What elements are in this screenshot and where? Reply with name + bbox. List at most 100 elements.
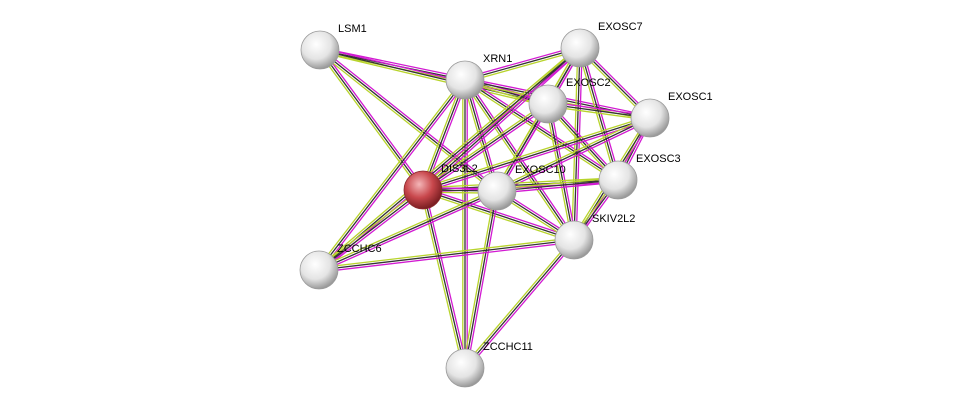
node-label: XRN1 [483,53,512,65]
protein-node-icon[interactable] [560,28,600,68]
edge-evidence-line [424,80,468,192]
edge-evidence-line [464,47,581,81]
edge-evidence-line [318,239,575,271]
edge-SKIV2L2-ZCCHC6[interactable] [318,237,575,273]
edge-evidence-line [319,191,425,273]
edge-XRN1-EXOSC7[interactable] [464,45,581,83]
edge-evidence-line [549,103,577,240]
edge-evidence-line [422,191,574,243]
edge-EXOSC10-ZCCHC11[interactable] [462,190,500,369]
edge-evidence-line [320,47,499,190]
edge-evidence-line [422,177,618,189]
edge-evidence-line [420,78,464,190]
node-label: EXOSC2 [566,77,611,89]
edge-XRN1-DIS3L2[interactable] [420,78,468,192]
edge-evidence-line [496,179,619,192]
edge-evidence-line [579,47,619,181]
edge-evidence-line [319,49,424,191]
node-EXOSC2[interactable]: EXOSC2 [528,77,611,124]
edge-DIS3L2-ZCCHC6[interactable] [317,187,425,273]
edge-evidence-line [466,241,577,370]
edge-evidence-line [423,119,651,193]
node-EXOSC10[interactable]: EXOSC10 [477,164,566,211]
node-ZCCHC6[interactable]: ZCCHC6 [299,243,382,290]
edge-XRN1-EXOSC3[interactable] [463,77,620,183]
edge-evidence-line [496,177,618,190]
edge-evidence-line [318,51,497,194]
edge-evidence-line [422,47,581,191]
edge-evidence-line [575,48,583,241]
node-EXOSC7[interactable]: EXOSC7 [560,21,643,68]
edge-evidence-line [319,51,548,107]
node-label: DIS3L2 [441,163,478,175]
node-ZCCHC11[interactable]: ZCCHC11 [445,341,533,388]
protein-node-icon[interactable] [630,98,670,138]
edge-evidence-line [421,101,548,189]
edge-evidence-line [577,48,617,181]
edge-evidence-line [462,238,573,367]
edge-evidence-line [317,50,422,192]
node-DIS3L2[interactable]: DIS3L2 [403,163,478,210]
edge-XRN1-ZCCHC11[interactable] [462,80,468,368]
edge-evidence-line [422,103,549,191]
edge-evidence-line [497,119,652,194]
edge-DIS3L2-SKIV2L2[interactable] [422,187,575,243]
node-LSM1[interactable]: LSM1 [300,23,367,70]
edge-EXOSC10-ZCCHC6[interactable] [317,188,499,273]
edge-EXOSC3-EXOSC10[interactable] [496,177,619,194]
protein-node-icon[interactable] [445,60,485,100]
node-EXOSC3[interactable]: EXOSC3 [598,153,681,200]
edge-evidence-line [464,239,575,369]
edge-XRN1-ZCCHC6[interactable] [316,78,468,272]
edge-evidence-line [422,115,650,189]
edge-EXOSC1-DIS3L2[interactable] [422,115,651,193]
edge-evidence-line [316,78,464,270]
node-label: EXOSC3 [636,153,681,165]
edge-evidence-line [320,47,466,79]
edge-evidence-line [319,192,499,273]
edge-evidence-line [466,191,500,369]
edge-evidence-line [317,188,497,269]
edge-evidence-line [318,79,466,271]
node-label: ZCCHC11 [483,341,533,353]
node-label: EXOSC10 [515,164,566,176]
edge-evidence-line [497,181,619,194]
protein-node-icon[interactable] [299,250,339,290]
edge-evidence-line [318,190,498,271]
edge-evidence-line [423,105,550,193]
edge-evidence-line [320,80,468,272]
edge-EXOSC2-DIS3L2[interactable] [421,101,550,193]
edge-evidence-line [420,190,464,369]
protein-node-icon[interactable] [528,84,568,124]
edge-evidence-line [423,187,575,239]
edge-evidence-line [421,45,579,189]
protein-node-icon[interactable] [554,220,594,260]
edge-EXOSC1-EXOSC10[interactable] [495,115,652,194]
edge-evidence-line [319,241,575,273]
edges-layer [316,45,653,370]
node-EXOSC1[interactable]: EXOSC1 [630,91,713,138]
edge-evidence-line [318,237,574,269]
node-label: EXOSC7 [598,21,643,33]
edge-evidence-line [422,117,651,191]
edge-evidence-line [496,117,651,192]
edge-evidence-line [321,48,426,190]
protein-node-icon[interactable] [300,30,340,70]
protein-node-icon[interactable] [403,170,443,210]
edge-evidence-line [422,189,575,241]
edge-evidence-line [464,45,580,79]
edge-evidence-line [545,104,573,241]
protein-node-icon[interactable] [598,160,638,200]
node-SKIV2L2[interactable]: SKIV2L2 [554,213,635,260]
protein-node-icon[interactable] [477,171,517,211]
node-XRN1[interactable]: XRN1 [445,53,512,100]
edge-SKIV2L2-ZCCHC11[interactable] [462,238,577,370]
node-label: ZCCHC6 [337,243,382,255]
protein-node-icon[interactable] [445,348,485,388]
edge-LSM1-DIS3L2[interactable] [317,48,426,192]
edge-evidence-line [464,190,498,369]
edge-EXOSC2-SKIV2L2[interactable] [545,103,577,241]
